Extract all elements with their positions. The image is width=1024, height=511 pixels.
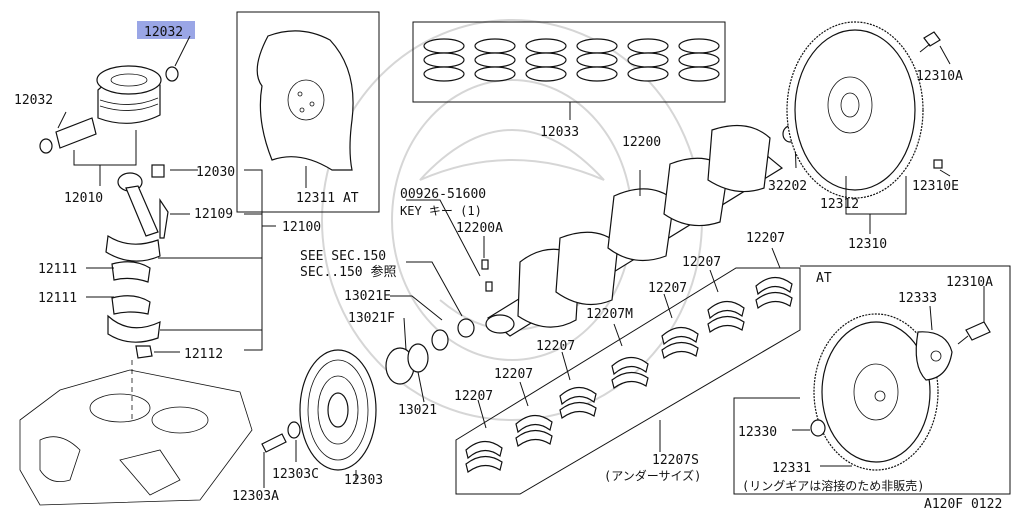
label-12207m: 12207M: [586, 307, 633, 322]
bearing-shell: [559, 386, 597, 420]
bearing-shell: [661, 326, 699, 360]
label-see-sec: SEE SEC.150: [300, 249, 386, 264]
label-12207-5: 12207: [682, 255, 721, 270]
label-12330: 12330: [738, 425, 777, 440]
piston-ring-set: [474, 38, 516, 82]
bearing-shell: [707, 300, 745, 334]
piston-ring-set: [423, 38, 465, 82]
label-12109: 12109: [194, 207, 233, 222]
label-32202: 32202: [768, 179, 807, 194]
label-12030: 12030: [196, 165, 235, 180]
engine-block: [19, 369, 253, 506]
label-12331: 12331: [772, 461, 811, 476]
label-12111-b: 12111: [38, 291, 77, 306]
bearing-shell: [515, 414, 553, 448]
label-12032-left: 12032: [14, 93, 53, 108]
connecting-rod: [86, 164, 276, 420]
label-12207-6: 12207: [746, 231, 785, 246]
label-12310e: 12310E: [912, 179, 959, 194]
label-12310a-top: 12310A: [916, 69, 963, 84]
label-12200: 12200: [622, 135, 661, 150]
callout-labels: 12032 12032 12010 12030 12109 12100 1211…: [14, 25, 1002, 511]
label-12303a: 12303A: [232, 489, 279, 504]
at-flywheel-box: [733, 265, 1011, 495]
label-12310a-at: 12310A: [946, 275, 993, 290]
label-13021f: 13021F: [348, 311, 395, 326]
label-12033: 12033: [540, 125, 579, 140]
label-12207s: 12207S: [652, 453, 699, 468]
label-12207-3: 12207: [536, 339, 575, 354]
label-12303c: 12303C: [272, 467, 319, 482]
label-12032-top: 12032: [144, 25, 183, 40]
flywheel: [786, 21, 951, 234]
main-bearings: [455, 247, 801, 495]
label-key: KEY キー (1): [400, 204, 482, 218]
label-12331-jp: (リングギアは溶接のため非販売): [742, 478, 924, 493]
label-13021: 13021: [398, 403, 437, 418]
label-12333: 12333: [898, 291, 937, 306]
at-drive-plate-box: [236, 11, 380, 213]
label-12100: 12100: [282, 220, 321, 235]
piston-ring-set: [678, 38, 720, 82]
label-12310: 12310: [848, 237, 887, 252]
crank-pulley: [261, 261, 475, 488]
piston-rings-box: [412, 21, 726, 120]
piston-ring-set: [627, 38, 669, 82]
figure-code: A120F 0122: [924, 497, 1002, 511]
label-12200a: 12200A: [456, 221, 503, 236]
label-12207-4: 12207: [648, 281, 687, 296]
bearing-shell: [465, 440, 503, 474]
bearing-shell: [755, 276, 793, 310]
crankshaft: [406, 124, 798, 337]
label-12311: 12311 AT: [296, 191, 359, 206]
piston-ring-set: [525, 38, 567, 82]
label-12207s-jp: (アンダーサイズ): [604, 468, 701, 483]
label-sec-jp: SEC..150 参照: [300, 264, 396, 280]
bearing-shell: [611, 356, 649, 390]
label-12207-2: 12207: [494, 367, 533, 382]
label-12010: 12010: [64, 191, 103, 206]
label-13021e: 13021E: [344, 289, 391, 304]
piston-ring-set: [576, 38, 618, 82]
label-at: AT: [816, 271, 832, 286]
highlight-box: [137, 21, 195, 39]
label-12207-1: 12207: [454, 389, 493, 404]
label-12312: 12312: [820, 197, 859, 212]
piston-assembly: [39, 35, 191, 186]
label-12303: 12303: [344, 473, 383, 488]
label-12112: 12112: [184, 347, 223, 362]
label-00926: 00926-51600: [400, 187, 486, 202]
label-12111-a: 12111: [38, 262, 77, 277]
